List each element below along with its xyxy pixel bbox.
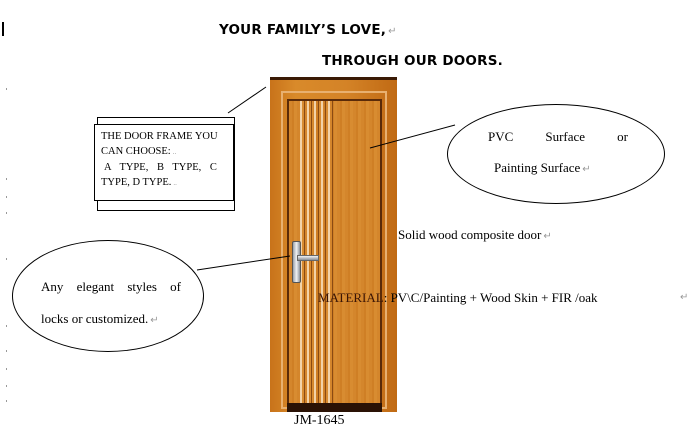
paragraph-mark: ↵ (543, 231, 552, 242)
paragraph-mark: ↵ (388, 26, 397, 37)
margin-mark (6, 178, 7, 180)
door-handle-plate (292, 241, 301, 283)
door-groove (321, 101, 323, 403)
door-groove (318, 101, 319, 403)
frame-callout-line (227, 86, 267, 114)
callout-text: A TYPE, B TYPE, C (104, 162, 217, 173)
surface-callout-line (369, 124, 456, 149)
paragraph-mark: .. (173, 179, 177, 187)
door-panel (287, 99, 382, 405)
locks-callout-line (196, 255, 291, 271)
heading-line-1: YOUR FAMILY’S LOVE,↵ (219, 22, 397, 38)
door-groove (325, 101, 326, 403)
callout-text-span: Painting Surface (494, 160, 581, 175)
callout-text-span: CAN CHOOSE: (101, 146, 171, 157)
material-value: : PV\C/Painting + Wood Skin + FIR /oak (383, 290, 598, 305)
margin-mark (6, 258, 7, 260)
paragraph-mark: ↵ (582, 164, 591, 175)
description-text: Solid wood composite door (398, 227, 542, 242)
surface-callout: PVC Surface or Painting Surface↵ (447, 104, 665, 204)
text-cursor (2, 22, 4, 36)
locks-callout: Any elegant styles of locks or customize… (12, 240, 204, 352)
door-handle-lever (297, 255, 319, 261)
margin-mark (6, 400, 7, 402)
callout-text-span: TYPE, D TYPE. (101, 177, 172, 188)
door-description: Solid wood composite door↵ (398, 227, 552, 243)
callout-text-span: locks or customized. (41, 311, 149, 326)
door-groove (311, 101, 312, 403)
frame-type-callout: THE DOOR FRAME YOU CAN CHOOSE:.. A TYPE,… (94, 124, 234, 201)
model-number: JM-1645 (294, 413, 345, 428)
heading-line-2: THROUGH OUR DOORS. (322, 53, 503, 69)
paragraph-mark: ↵ (680, 292, 689, 303)
margin-mark (6, 88, 7, 90)
callout-text: Any elegant styles of (41, 279, 181, 294)
door-threshold (287, 403, 382, 412)
margin-mark (6, 350, 7, 352)
door-groove (307, 101, 309, 403)
margin-mark (6, 385, 7, 387)
door-groove (304, 101, 305, 403)
callout-text: locks or customized.↵ (41, 311, 159, 327)
margin-mark (6, 196, 7, 198)
heading-text: YOUR FAMILY’S LOVE, (219, 22, 387, 38)
door-groove (314, 101, 316, 403)
paragraph-mark: .. (172, 148, 177, 156)
callout-text: THE DOOR FRAME YOU (101, 131, 218, 142)
callout-text: CAN CHOOSE:.. (101, 144, 227, 160)
paragraph-mark: ↵ (150, 315, 159, 326)
margin-mark (6, 325, 7, 327)
material-line: MATERIAL: PV\C/Painting + Wood Skin + FI… (318, 290, 598, 306)
margin-mark (6, 368, 7, 370)
material-label: MATERIAL (318, 290, 384, 305)
door-groove (328, 101, 330, 403)
door-groove (300, 101, 302, 403)
callout-text: Painting Surface↵ (494, 160, 591, 176)
door-groove (332, 101, 333, 403)
callout-text: PVC Surface or (488, 129, 628, 144)
margin-mark (6, 212, 7, 214)
callout-text: TYPE, D TYPE... (101, 175, 227, 191)
